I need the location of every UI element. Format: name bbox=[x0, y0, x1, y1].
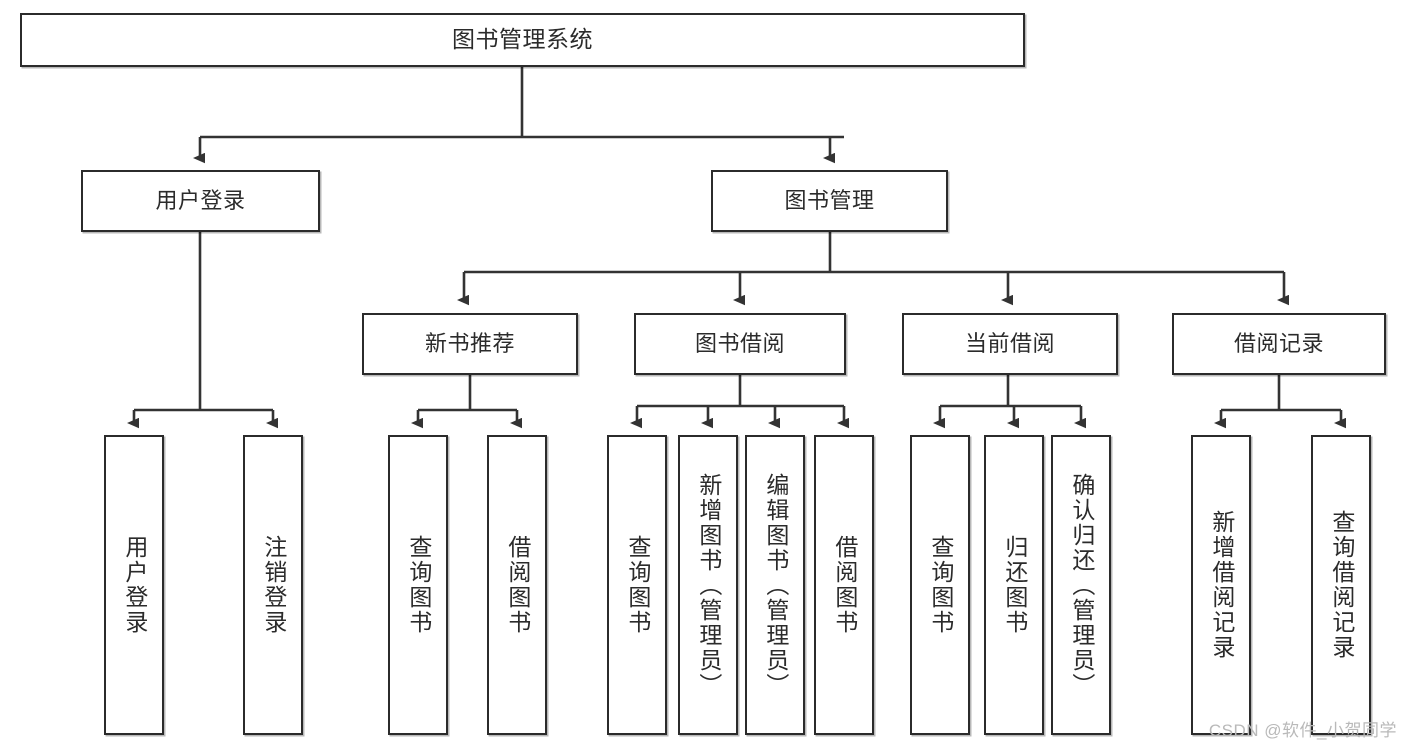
node-label: 查询图书 bbox=[624, 535, 651, 635]
leaf-borrow-borrow-book[interactable]: 借阅图书 bbox=[814, 435, 874, 735]
node-user-login[interactable]: 用户登录 bbox=[81, 170, 320, 232]
leaf-user-login[interactable]: 用户登录 bbox=[104, 435, 164, 735]
node-label: 归还图书 bbox=[1001, 535, 1028, 635]
leaf-borrow-query-book[interactable]: 查询图书 bbox=[607, 435, 667, 735]
leaf-current-return-book[interactable]: 归还图书 bbox=[984, 435, 1044, 735]
node-label: 借阅图书 bbox=[504, 535, 531, 635]
node-label: 新增图书（管理员） bbox=[695, 472, 722, 698]
leaf-current-query-book[interactable]: 查询图书 bbox=[910, 435, 970, 735]
node-label: 用户登录 bbox=[155, 187, 246, 213]
node-label: 借阅图书 bbox=[831, 535, 858, 635]
node-current-borrowing[interactable]: 当前借阅 bbox=[902, 313, 1118, 375]
node-label: 图书借阅 bbox=[694, 330, 785, 356]
node-label: 图书管理 bbox=[784, 187, 875, 213]
leaf-newbook-query-book[interactable]: 查询图书 bbox=[388, 435, 448, 735]
leaf-borrow-edit-book-admin[interactable]: 编辑图书（管理员） bbox=[745, 435, 805, 735]
leaf-user-logout[interactable]: 注销登录 bbox=[243, 435, 303, 735]
node-label: 编辑图书（管理员） bbox=[762, 472, 789, 698]
node-label: 注销登录 bbox=[260, 535, 287, 635]
node-book-management-system[interactable]: 图书管理系统 bbox=[20, 13, 1025, 67]
leaf-newbook-borrow-book[interactable]: 借阅图书 bbox=[487, 435, 547, 735]
node-label: 当前借阅 bbox=[964, 330, 1055, 356]
leaf-record-add-record[interactable]: 新增借阅记录 bbox=[1191, 435, 1251, 735]
node-label: 新书推荐 bbox=[424, 330, 515, 356]
node-label: 借阅记录 bbox=[1233, 330, 1324, 356]
node-book-borrowing[interactable]: 图书借阅 bbox=[634, 313, 846, 375]
node-label: 图书管理系统 bbox=[452, 26, 593, 53]
node-borrowing-records[interactable]: 借阅记录 bbox=[1172, 313, 1386, 375]
node-label: 查询图书 bbox=[405, 535, 432, 635]
watermark-text: CSDN @软件_小贺同学 bbox=[1208, 721, 1397, 740]
node-label: 用户登录 bbox=[121, 535, 148, 635]
node-label: 查询借阅记录 bbox=[1328, 510, 1355, 660]
node-label: 确认归还（管理员） bbox=[1068, 472, 1095, 698]
leaf-current-confirm-return-admin[interactable]: 确认归还（管理员） bbox=[1051, 435, 1111, 735]
leaf-record-query-record[interactable]: 查询借阅记录 bbox=[1311, 435, 1371, 735]
node-label: 新增借阅记录 bbox=[1208, 510, 1235, 660]
leaf-borrow-add-book-admin[interactable]: 新增图书（管理员） bbox=[678, 435, 738, 735]
node-label: 查询图书 bbox=[927, 535, 954, 635]
node-new-book-recommendation[interactable]: 新书推荐 bbox=[362, 313, 578, 375]
node-book-management[interactable]: 图书管理 bbox=[711, 170, 948, 232]
